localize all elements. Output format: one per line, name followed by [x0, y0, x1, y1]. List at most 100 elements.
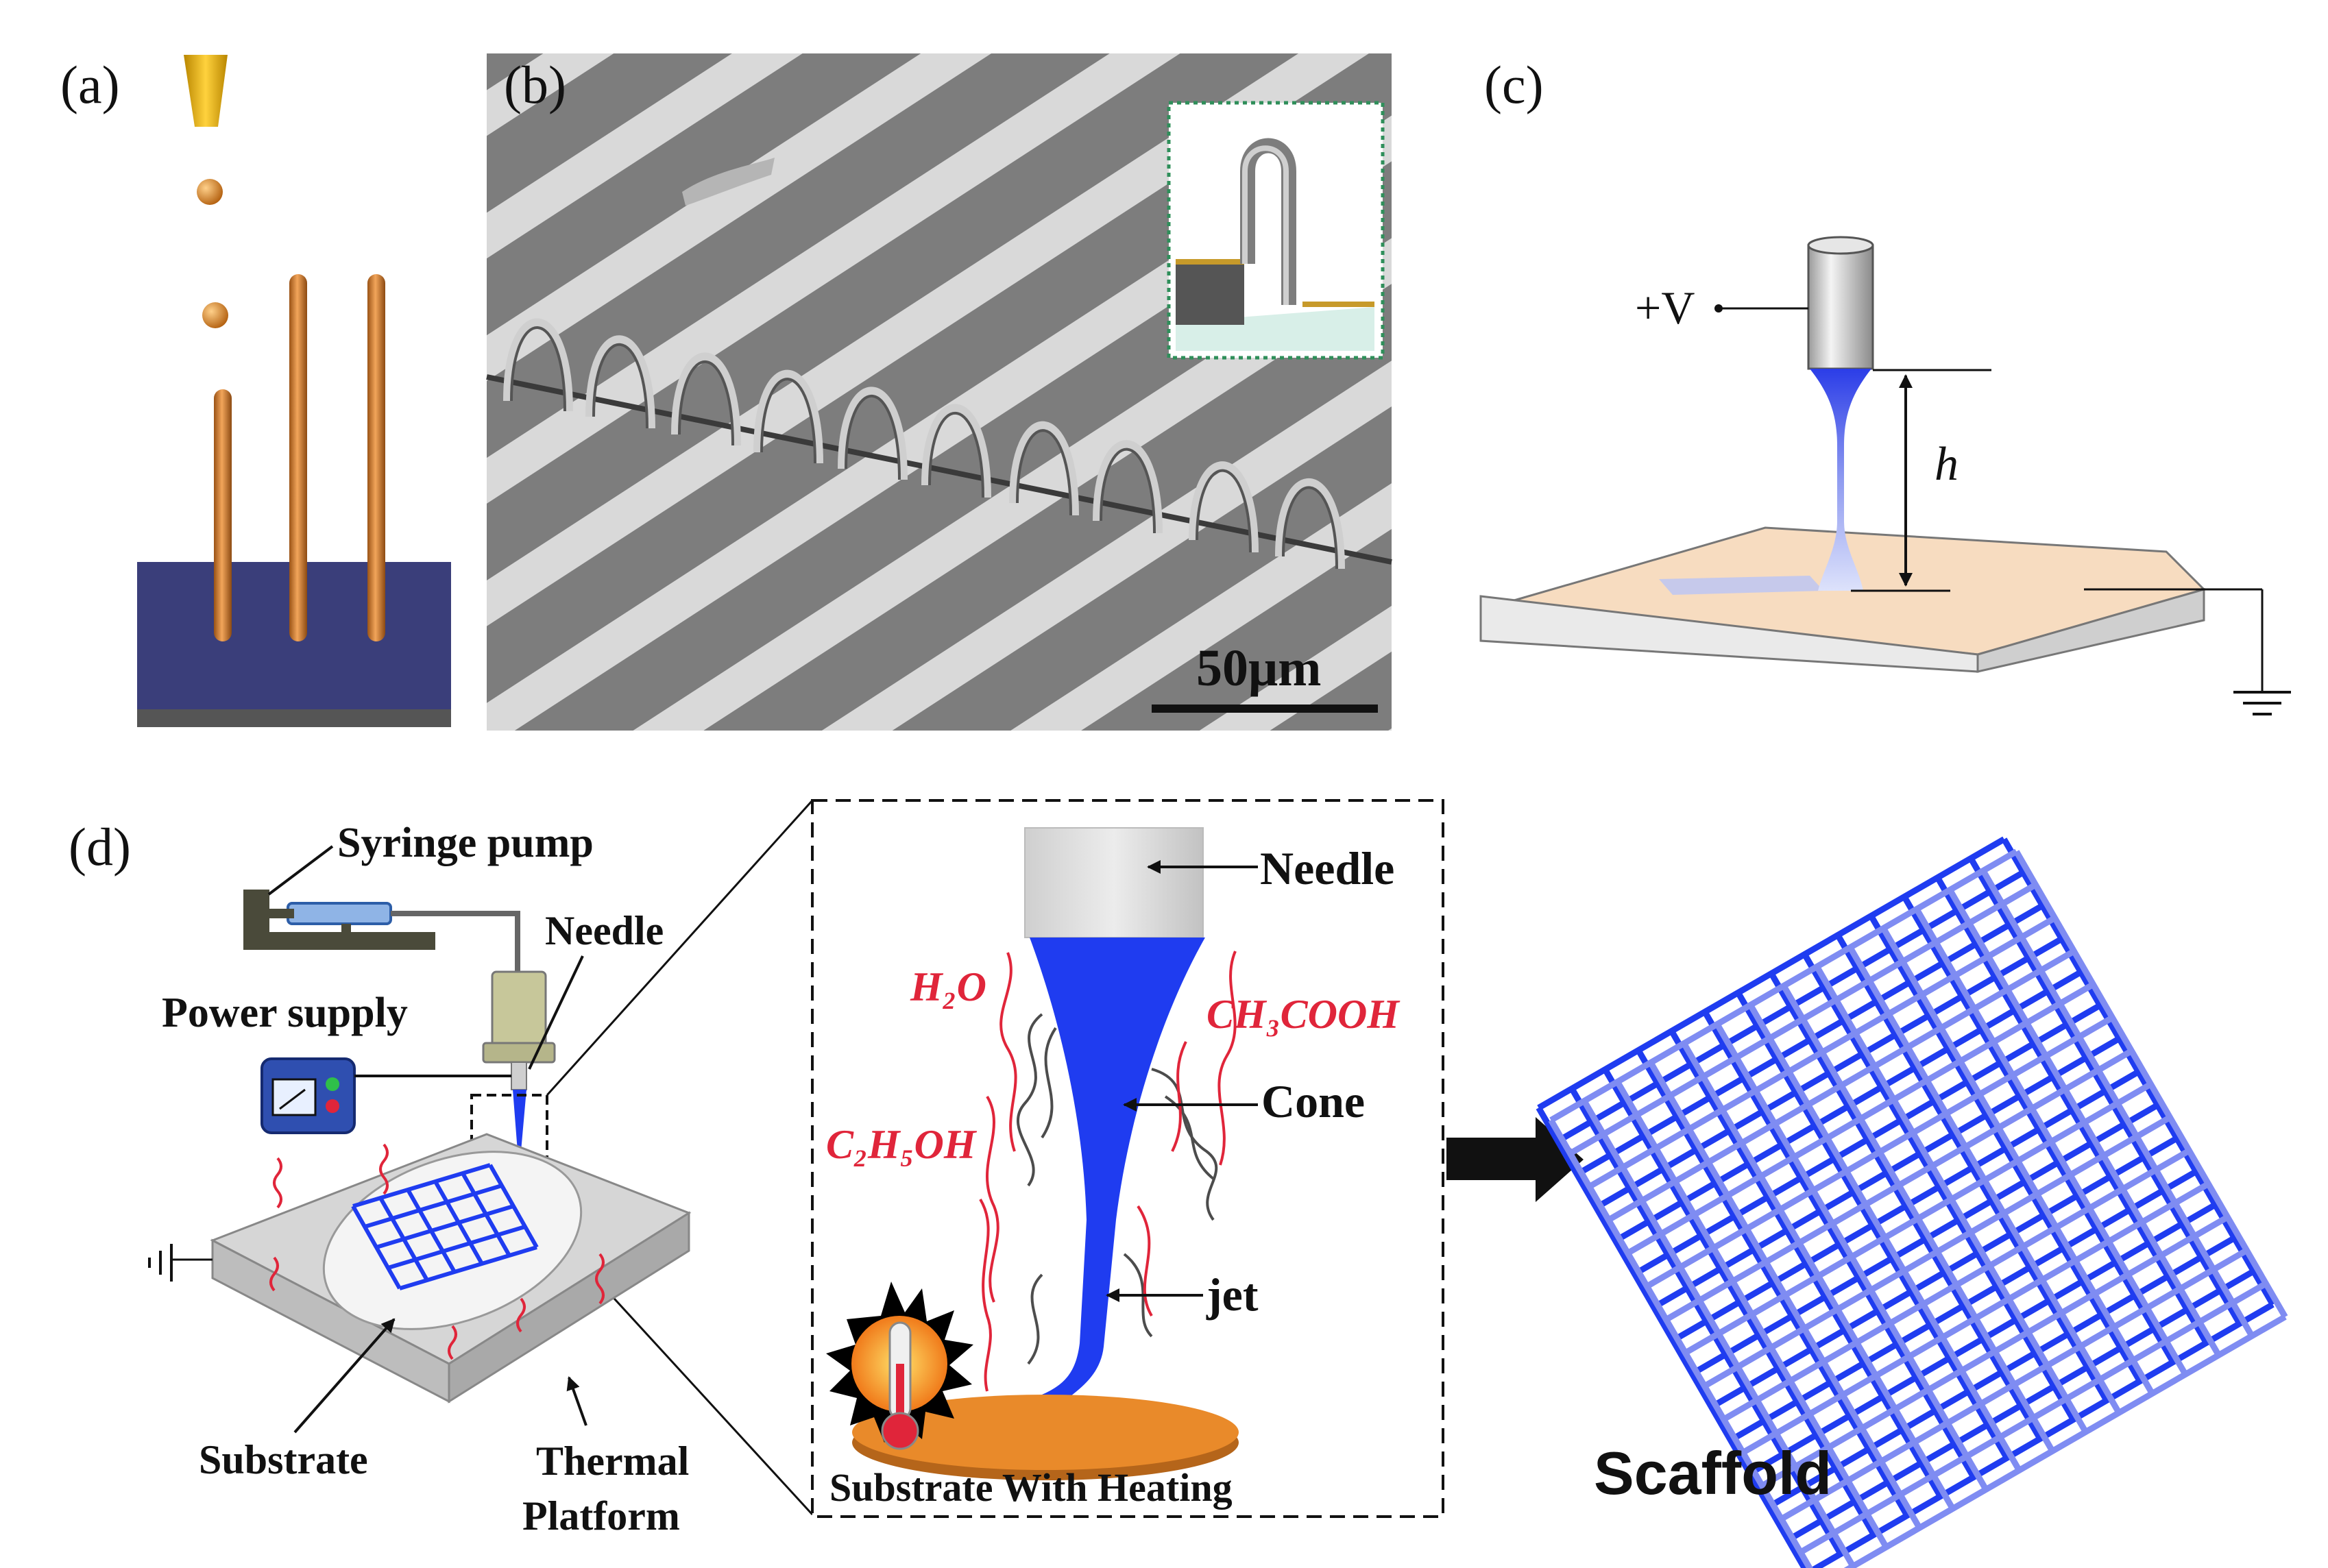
- scaffold-strut: [1880, 927, 2155, 1395]
- sem-debris: [682, 158, 775, 206]
- jet-label: jet: [1206, 1269, 1259, 1321]
- gold-nozzle-icon: [184, 55, 228, 127]
- scaffold-strut: [1947, 888, 2222, 1357]
- panel-a-label: (a): [60, 55, 120, 114]
- inset-vapor: [1016, 1013, 1218, 1365]
- panel-a: (a): [60, 55, 451, 727]
- voltage-label: +V: [1635, 282, 1695, 334]
- syringe-pump-pointer: [267, 845, 334, 896]
- inset-vapor-streams: [979, 951, 1237, 1392]
- height-label: h: [1935, 438, 1959, 491]
- ground-icon: [2233, 691, 2291, 715]
- inset-needle-label: Needle: [1260, 842, 1394, 894]
- thermal-platform-label-2: Platform: [522, 1493, 680, 1539]
- droplet-2: [202, 302, 228, 328]
- scaffold-strut: [1914, 907, 2188, 1376]
- thermometer-sun-icon: [826, 1282, 973, 1450]
- printed-line: [1659, 576, 1823, 595]
- scaffold-strut: [1902, 895, 2176, 1364]
- scaffold-strut: [1968, 857, 2242, 1325]
- inset-block: [1176, 262, 1244, 325]
- scale-bar: [1152, 705, 1378, 713]
- scaffold-strut: [1980, 869, 2255, 1338]
- pump-base: [243, 932, 435, 950]
- needle-label: Needle: [545, 908, 664, 953]
- scaffold-strut: [1868, 914, 2143, 1383]
- substrate-a-edge: [137, 709, 451, 727]
- inset-cone-jet: [967, 938, 1205, 1425]
- inset-pad: [1302, 302, 1374, 307]
- pump-upright: [243, 890, 269, 950]
- panel-b: (b) 50μm: [486, 53, 1392, 731]
- cone-label: Cone: [1261, 1075, 1365, 1127]
- fiber-loops-shadow: [510, 326, 1338, 569]
- scaffold-strut: [1748, 1202, 2217, 1476]
- thermal-platform-label-1: Thermal: [536, 1438, 689, 1484]
- scaffold-strut: [1703, 1114, 2172, 1389]
- scaffold-strut: [1741, 1181, 2210, 1456]
- scaffold-strut: [1729, 1168, 2198, 1443]
- scaffold-strut: [1710, 1136, 2179, 1410]
- scaffold-strut: [1684, 1081, 2153, 1356]
- nanowire-1: [214, 389, 232, 641]
- scaffold-strut: [1814, 965, 2089, 1434]
- scaffold-strut: [1786, 1269, 2255, 1543]
- substrate-label: Substrate: [199, 1437, 368, 1482]
- substrate-heating-label: Substrate With Heating: [829, 1465, 1233, 1510]
- panel-d-label: (d): [69, 817, 131, 877]
- heat-waves: [269, 1143, 605, 1360]
- needle-cylinder: [1807, 244, 1874, 370]
- scaffold-strut: [2013, 850, 2288, 1319]
- power-led-green: [326, 1077, 339, 1091]
- fiber-line: [486, 374, 1392, 565]
- substrate-pointer: [293, 1318, 396, 1434]
- taylor-cone: [1810, 369, 1871, 591]
- scaffold-strut: [1847, 946, 2122, 1414]
- panel-d: (d) Syringe pump Needle Power supply: [69, 799, 2288, 1568]
- inset-block-top: [1176, 259, 1244, 265]
- needle-tip: [511, 1062, 527, 1090]
- scaffold-strut: [1767, 1235, 2236, 1510]
- scaffold-label: Scaffold: [1594, 1439, 1832, 1507]
- scaffold-strut: [2001, 837, 2276, 1306]
- nanowire-3: [367, 274, 385, 641]
- thermal-pointer: [566, 1376, 587, 1426]
- droplet-1: [197, 179, 223, 205]
- scaffold-strut: [1799, 1281, 2268, 1555]
- scaffold-strut: [1722, 1148, 2191, 1422]
- inset-floor: [1176, 307, 1374, 351]
- scale-bar-label: 50μm: [1196, 639, 1321, 697]
- feed-tube: [391, 911, 520, 973]
- syringe-stand: [341, 924, 351, 933]
- ch3cooh-label: CH₃COOH: [1207, 992, 1401, 1038]
- scaffold-strut: [1780, 1247, 2248, 1522]
- process-arrow-icon: [1446, 1117, 1584, 1202]
- zoom-line-top: [546, 799, 814, 1097]
- scaffold-strut: [1810, 1301, 2275, 1568]
- needle-pointer: [528, 955, 584, 1070]
- ground-d-icon: [148, 1244, 173, 1282]
- fiber-loops: [503, 318, 1345, 569]
- power-supply-dial: [279, 1088, 306, 1110]
- syringe-pump-label: Syringe pump: [337, 820, 594, 866]
- panel-c: (c) +V h: [1479, 55, 2291, 715]
- needle-top: [1807, 236, 1874, 255]
- scaffold-strut: [1690, 1102, 2159, 1377]
- scaffold-lattice: [1536, 836, 2288, 1568]
- scaffold-strut: [1835, 933, 2109, 1402]
- power-led-red: [326, 1099, 339, 1113]
- plate-side: [1976, 588, 2205, 673]
- scaffold-strut: [1760, 1214, 2229, 1489]
- c2h5oh-label: C₂H₅OH: [826, 1122, 978, 1167]
- inset-needle-box: [1024, 827, 1204, 938]
- panel-b-label: (b): [504, 55, 566, 114]
- scaffold-strut: [1671, 1069, 2140, 1343]
- syringe-plunger: [269, 909, 294, 918]
- scaffold-strut: [1843, 1314, 2287, 1568]
- platform-front-right: [448, 1211, 690, 1404]
- needle-holder: [491, 970, 547, 1049]
- h2o-label: H₂O: [910, 964, 986, 1009]
- power-supply-label: Power supply: [162, 990, 408, 1036]
- inset-loop-highlight: [1242, 145, 1289, 305]
